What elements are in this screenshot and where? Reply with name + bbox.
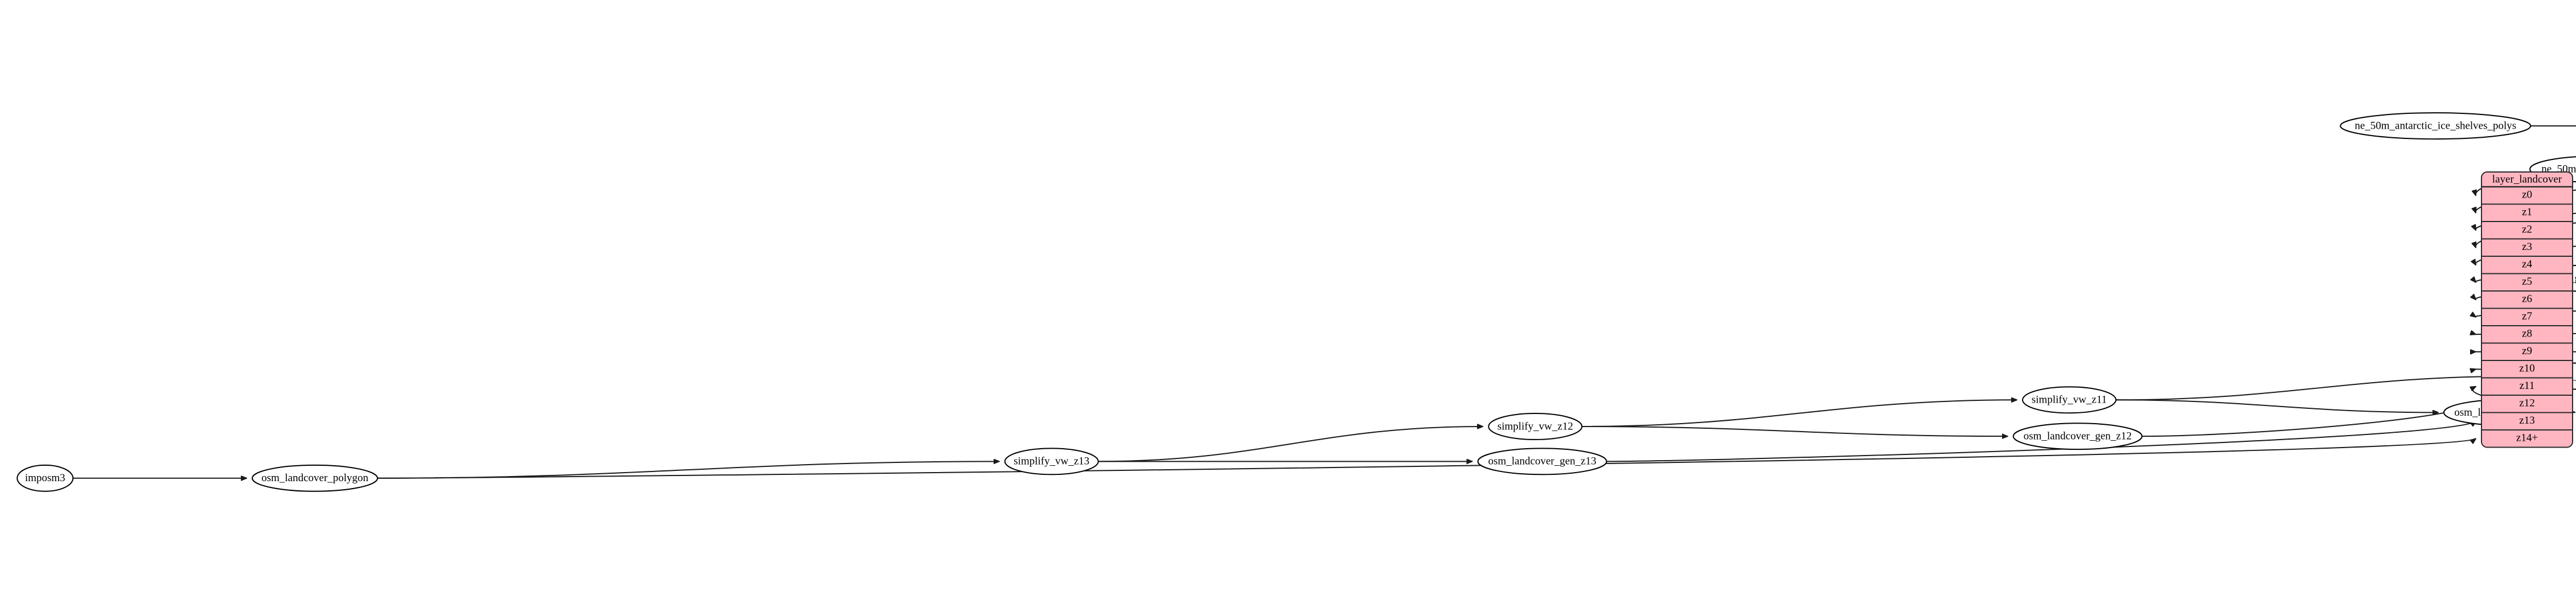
edge-simplify_vw_z13-to-simplify_vw_z12 [1098,427,1483,462]
edge-simplify_vw_z12-to-simplify_vw_z11 [1582,400,2017,427]
graph-node-osm_landcover_gen_z13[interactable]: osm_landcover_gen_z13 [1477,448,1607,475]
edge-layer [73,125,2576,479]
node-label: simplify_vw_z12 [1498,420,1573,432]
graph-node-simplify_vw_z13[interactable]: simplify_vw_z13 [1004,448,1099,475]
edge-simplify_vw_z11-to-osm_landcover_gen_z11 [2116,399,2438,412]
node-label: ne_50m_antarctic_ice_shelves_polys [2355,120,2516,132]
table-row-z13[interactable]: z13 [2519,415,2534,427]
edge-simplify_vw_z12-to-osm_landcover_gen_z12 [1582,425,2008,436]
node-shape [1477,448,1607,475]
table-row-z11[interactable]: z11 [2520,380,2535,392]
node-label: simplify_vw_z13 [1014,456,1089,468]
table-row-z7[interactable]: z7 [2522,310,2532,322]
table-row-z1[interactable]: z1 [2522,206,2532,218]
table-row-z0[interactable]: z0 [2522,189,2532,201]
table-row-z3[interactable]: z3 [2522,241,2532,253]
node-shape [17,464,74,492]
table-background [2481,171,2573,448]
table-row-z9[interactable]: z9 [2522,345,2532,357]
node-label: osm_landcover_polygon [261,472,368,484]
graph-node-simplify_vw_z12[interactable]: simplify_vw_z12 [1488,413,1583,440]
table-row-z2[interactable]: z2 [2522,224,2532,236]
graph-node-simplify_vw_z11[interactable]: simplify_vw_z11 [2022,386,2117,414]
table-row-z5[interactable]: z5 [2522,276,2532,288]
table-row-z10[interactable]: z10 [2519,363,2534,375]
node-shape [252,464,379,492]
node-shape [1004,448,1099,475]
table-row-z12[interactable]: z12 [2519,397,2534,409]
node-label: osm_landcover_gen_z13 [1488,456,1597,468]
table-row-z6[interactable]: z6 [2522,293,2532,305]
graph-node-imposm3[interactable]: imposm3 [17,464,74,492]
table-row-z8[interactable]: z8 [2522,328,2532,340]
edge-osm_landcover_polygon-to-layer_landcover_z14_ [378,438,2476,479]
table-row-z14plus[interactable]: z14+ [2516,432,2538,444]
edge-simplify_vw_z11-to-simplify_vw_z10 [2116,376,2520,401]
node-label: simplify_vw_z11 [2032,394,2107,406]
graph-node-osm_landcover_gen_z12[interactable]: osm_landcover_gen_z12 [2012,423,2143,450]
legend-table: layer_landcover z0 z1 z2 z3 z4 z5 z6 z7 z8 z9 z10 z1… [2481,171,2573,448]
table-row-z4[interactable]: z4 [2522,259,2532,270]
node-shape [2340,112,2532,140]
layer-landcover-table: layer_landcover z0 z1 z2 z3 z4 z5 z6 z7 z8 z9 z10 z1… [2481,171,2573,448]
graph-node-osm_landcover_polygon[interactable]: osm_landcover_polygon [252,464,379,492]
node-label: imposm3 [25,472,65,484]
graph-node-ne_50m_antarctic_ice_shelves_polys[interactable]: ne_50m_antarctic_ice_shelves_polys [2340,112,2532,140]
node-shape [2012,423,2143,450]
node-label: osm_landcover_gen_z12 [2024,430,2132,442]
node-layer: ne_110m_glaciated_areasne_110m_glaciated… [17,112,2576,492]
node-shape [1488,413,1583,440]
table-header-label: layer_landcover [2492,173,2562,185]
node-shape [2022,386,2117,414]
